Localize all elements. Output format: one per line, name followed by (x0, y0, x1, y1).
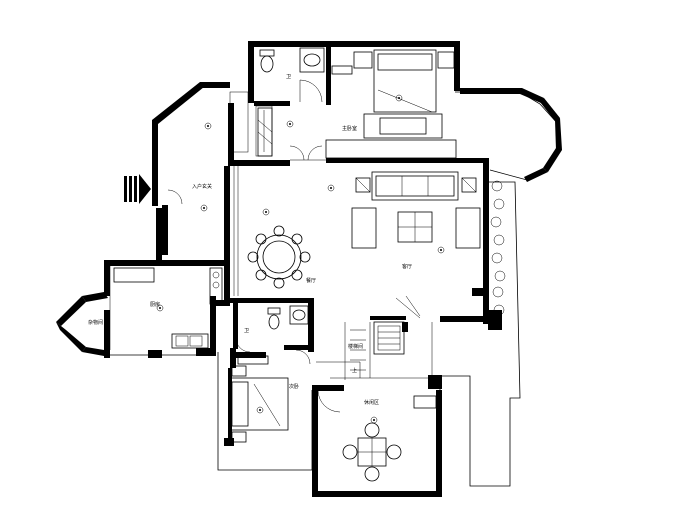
label-stairwell: 楼梯间 (348, 343, 363, 350)
entrance-arrow-icon (124, 174, 151, 204)
label-master-bedroom: 主卧室 (342, 125, 357, 132)
label-bathroom-mid: 卫 (244, 328, 249, 334)
leisure-table (342, 395, 437, 482)
small-bedroom-bed (229, 355, 289, 443)
walls (56, 41, 562, 497)
label-bathroom-top: 卫 (286, 74, 291, 80)
label-stair-up: 上 (352, 367, 357, 374)
bathroom-fixtures-mid (267, 305, 309, 330)
label-kitchen: 厨房 (150, 301, 160, 308)
bathroom-fixtures-top (259, 47, 325, 73)
entrance-cabinet (257, 107, 273, 157)
label-entrance: 入户玄关 (192, 183, 212, 190)
plants (490, 180, 506, 316)
sofa-set (351, 171, 481, 249)
label-living-room: 客厅 (402, 263, 412, 270)
kitchen-counters (113, 267, 223, 349)
master-bed (325, 49, 457, 159)
label-leisure-area: 休闲区 (364, 399, 379, 406)
doors (167, 79, 341, 413)
fireplace (373, 321, 405, 355)
interior-lines (109, 105, 440, 380)
label-dining-room: 餐厅 (306, 277, 316, 284)
room-labels: 卫 主卧室 入户玄关 客厅 餐厅 厨房 杂物间 卫 楼梯间 上 次卧 休闲区 (88, 74, 412, 406)
label-storage: 杂物间 (88, 319, 103, 326)
label-bedroom-small: 次卧 (289, 383, 299, 390)
dining-table (247, 225, 311, 289)
terrace-outlines (110, 91, 561, 493)
light-symbols (156, 94, 445, 424)
